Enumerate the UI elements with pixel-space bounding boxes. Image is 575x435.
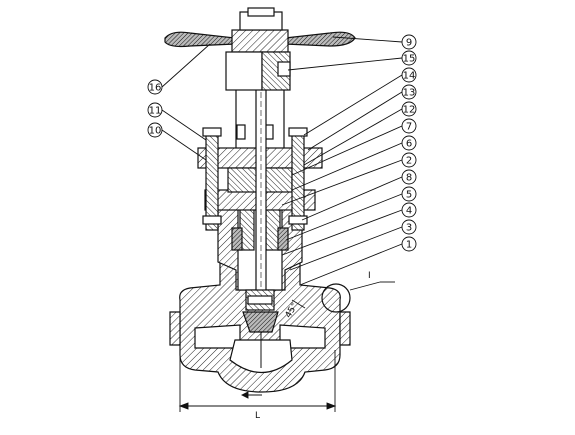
callout-number: 10 (149, 126, 162, 137)
callout-10: 10 (147, 122, 163, 138)
leader-line-3 (289, 226, 403, 271)
callout-2: 2 (401, 152, 417, 168)
leader-line-2 (281, 159, 403, 206)
callout-number: 16 (149, 83, 162, 94)
callout-6: 6 (401, 135, 417, 151)
dimension-l (178, 350, 337, 412)
callout-circle (401, 118, 417, 134)
callout-number: 15 (403, 54, 416, 65)
callout-8: 8 (401, 169, 417, 185)
leader-line-9 (332, 36, 403, 43)
leader-line-13 (307, 91, 403, 151)
leader-line-11 (161, 109, 207, 141)
callout-14: 14 (401, 67, 417, 83)
leader-line-5 (285, 193, 403, 241)
callout-circle (401, 135, 417, 151)
callout-number: 3 (406, 223, 412, 234)
callout-circle (401, 84, 417, 100)
leader-line-7 (291, 125, 403, 176)
leader-line-15 (287, 57, 403, 71)
detail-circle (291, 281, 395, 313)
callout-number: 14 (403, 71, 416, 82)
callout-12: 12 (401, 101, 417, 117)
leader-line-4 (281, 209, 403, 256)
leader-line-1 (299, 243, 403, 286)
callout-1: 1 (401, 236, 417, 252)
callout-number: 9 (406, 38, 412, 49)
callout-number: 7 (406, 122, 412, 133)
callout-circle (401, 219, 417, 235)
leader-line-16 (161, 43, 211, 88)
callout-5: 5 (401, 186, 417, 202)
callout-circle (401, 67, 417, 83)
callout-circle (401, 50, 417, 66)
callout-number: 4 (406, 206, 412, 217)
callout-circle (401, 101, 417, 117)
callout-circle (147, 79, 163, 95)
detail-label: I (368, 271, 371, 281)
callout-circle (401, 186, 417, 202)
leader-line-14 (303, 74, 403, 136)
leader-line-12 (303, 108, 403, 166)
callout-circle (401, 152, 417, 168)
dimension-label: L (255, 411, 260, 421)
callout-7: 7 (401, 118, 417, 134)
callout-circle (147, 122, 163, 138)
callout-number: 2 (406, 156, 412, 167)
callout-circle (401, 202, 417, 218)
callout-4: 4 (401, 202, 417, 218)
callout-number: 1 (406, 240, 412, 251)
callout-circle (401, 169, 417, 185)
part-callouts: 9 15 14 13 12 7 6 2 8 5 4 3 1 16 11 10 (147, 34, 417, 252)
callout-number: 13 (403, 88, 416, 99)
callout-circle (401, 34, 417, 50)
callout-15: 15 (401, 50, 417, 66)
valve-body (169, 249, 351, 393)
leader-line-10 (161, 129, 207, 161)
callout-leaders (161, 36, 403, 286)
callout-13: 13 (401, 84, 417, 100)
callout-number: 5 (406, 190, 412, 201)
callout-9: 9 (401, 34, 417, 50)
callout-11: 11 (147, 102, 163, 118)
leader-line-6 (291, 142, 403, 191)
callout-3: 3 (401, 219, 417, 235)
callout-number: 12 (403, 105, 416, 116)
callout-16: 16 (147, 79, 163, 95)
callout-number: 6 (406, 139, 412, 150)
handwheel-and-nut (164, 7, 356, 148)
leader-line-8 (301, 176, 403, 221)
callout-circle (401, 236, 417, 252)
callout-number: 11 (149, 106, 162, 117)
callout-number: 8 (406, 173, 412, 184)
callout-circle (147, 102, 163, 118)
